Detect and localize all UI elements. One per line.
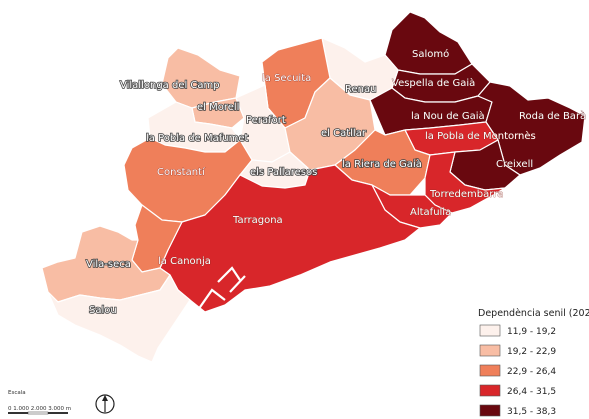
- label-salou: Salou: [89, 305, 117, 316]
- label-pobla-mont: la Pobla de Montornès: [425, 130, 536, 142]
- label-pobla-maf: la Pobla de Mafumet: [146, 133, 248, 144]
- scale-segment-2: [27, 411, 49, 415]
- scale-segment-3: [48, 412, 68, 414]
- legend-swatch-1: [479, 324, 501, 337]
- label-catllar: el Catllar: [321, 128, 367, 139]
- label-vespella: Vespella de Gaià: [392, 77, 475, 89]
- scale-ticks: 0 1.000 2.000 3.000 m: [8, 406, 71, 412]
- north-arrow-icon: [95, 394, 115, 414]
- label-vilaseca: Vila-seca: [86, 259, 131, 270]
- legend: Dependència senil (2021) 11,9 - 19,2 19,2…: [478, 308, 589, 417]
- label-constanti: Constantí: [157, 166, 206, 178]
- legend-label-1: 11,9 - 19,2: [507, 327, 556, 337]
- label-pallaresos: els Pallaresos: [250, 167, 317, 178]
- label-secuita: la Secuita: [262, 73, 311, 84]
- label-perafort: Perafort: [246, 115, 286, 126]
- label-morell: el Morell: [197, 102, 239, 113]
- label-riera: la Riera de Gaià: [342, 158, 422, 170]
- municipality-salou[interactable]: [47, 274, 191, 363]
- label-renau: Renau: [345, 84, 376, 95]
- label-roda: Roda de Barà: [519, 110, 586, 122]
- scale-title: Escala: [8, 390, 26, 396]
- legend-swatch-2: [479, 344, 501, 357]
- label-vilallonga: Vilallonga del Camp: [120, 80, 220, 91]
- legend-swatch-4: [479, 384, 501, 397]
- legend-label-5: 31,5 - 38,3: [507, 407, 556, 417]
- scale-bar: Escala 0 1.000 2.000 3.000 m: [8, 390, 71, 415]
- municipality-labels: Salomó Vespella de Gaià Renau la Secuita…: [85, 48, 586, 317]
- legend-title: Dependència senil (2021): [478, 308, 589, 319]
- label-tarragona: Tarragona: [232, 215, 283, 226]
- scale-segment-1: [8, 412, 28, 414]
- label-nou: la Nou de Gaià: [411, 110, 485, 122]
- label-canonja: la Canonja: [158, 256, 211, 267]
- label-salomo: Salomó: [412, 48, 449, 60]
- legend-label-3: 22,9 - 26,4: [507, 367, 556, 377]
- municipality-salomo[interactable]: [384, 11, 473, 75]
- legend-label-4: 26,4 - 31,5: [507, 387, 556, 397]
- municipality-polygons: [41, 11, 586, 363]
- label-torredembarra: Torredembarra: [429, 189, 503, 200]
- label-altafulla: Altafulla: [410, 207, 451, 218]
- legend-swatch-5: [479, 404, 501, 417]
- label-creixell: Creixell: [496, 159, 533, 170]
- port-piers: [197, 266, 246, 311]
- legend-label-2: 19,2 - 22,9: [507, 347, 556, 357]
- legend-swatch-3: [479, 364, 501, 377]
